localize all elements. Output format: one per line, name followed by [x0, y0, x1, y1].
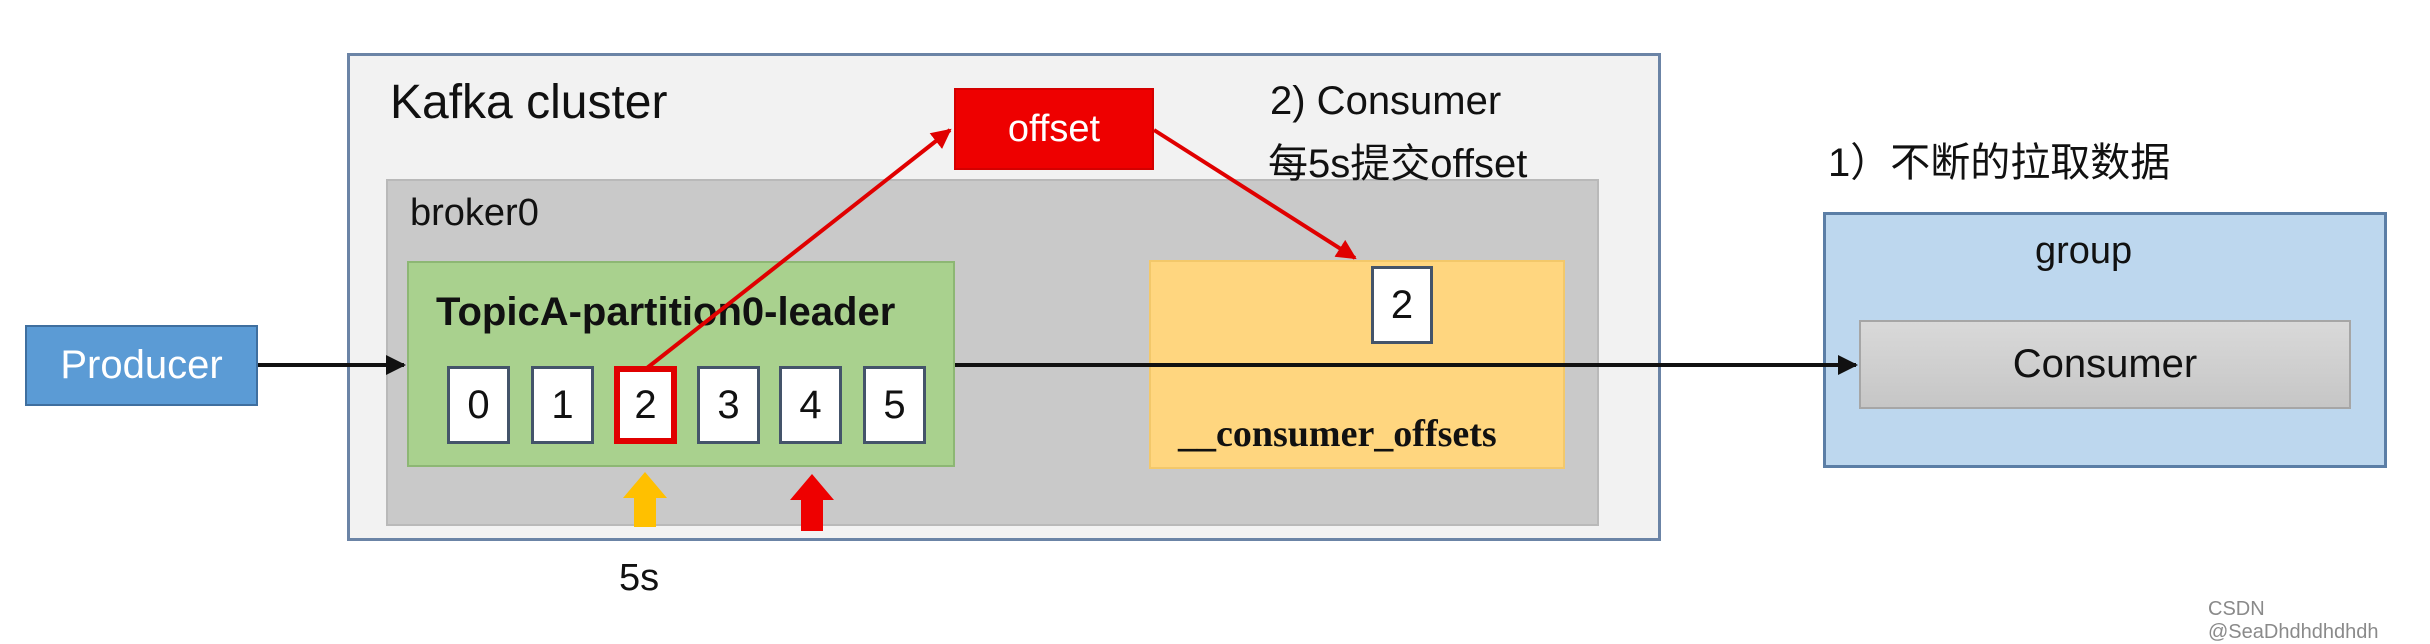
- partition-to-offset-arrow: [645, 128, 952, 370]
- commit-note-line2: 每5s提交offset: [1268, 142, 1528, 186]
- broker-title: broker0: [410, 192, 539, 234]
- offset-to-store-arrow: [1152, 128, 1357, 260]
- pull-note: 1）不断的拉取数据: [1828, 141, 2171, 185]
- consumer-offsets-title: __consumer_offsets: [1178, 413, 1497, 455]
- partition-cell-4: 4: [779, 366, 842, 444]
- consumer-box: Consumer: [1859, 320, 2351, 409]
- partition-cell-1: 1: [531, 366, 594, 444]
- partition-cell-2: 2: [614, 366, 677, 444]
- partition-cell-3: 3: [697, 366, 760, 444]
- cluster-title: Kafka cluster: [390, 76, 668, 129]
- partition-cell-5: 5: [863, 366, 926, 444]
- commit-position-arrow: [623, 472, 667, 527]
- interval-label: 5s: [619, 557, 660, 599]
- commit-note-line1: 2) Consumer: [1270, 79, 1502, 123]
- offset-tag: offset: [954, 88, 1154, 170]
- arrows-layer: [258, 128, 1858, 531]
- partition-cell-0: 0: [447, 366, 510, 444]
- stored-offset-cell: 2: [1371, 266, 1433, 344]
- partition-title: TopicA-partition0-leader: [436, 290, 896, 334]
- group-title: group: [2035, 230, 2133, 272]
- producer-box: Producer: [25, 325, 258, 406]
- fetch-position-arrow: [790, 474, 834, 531]
